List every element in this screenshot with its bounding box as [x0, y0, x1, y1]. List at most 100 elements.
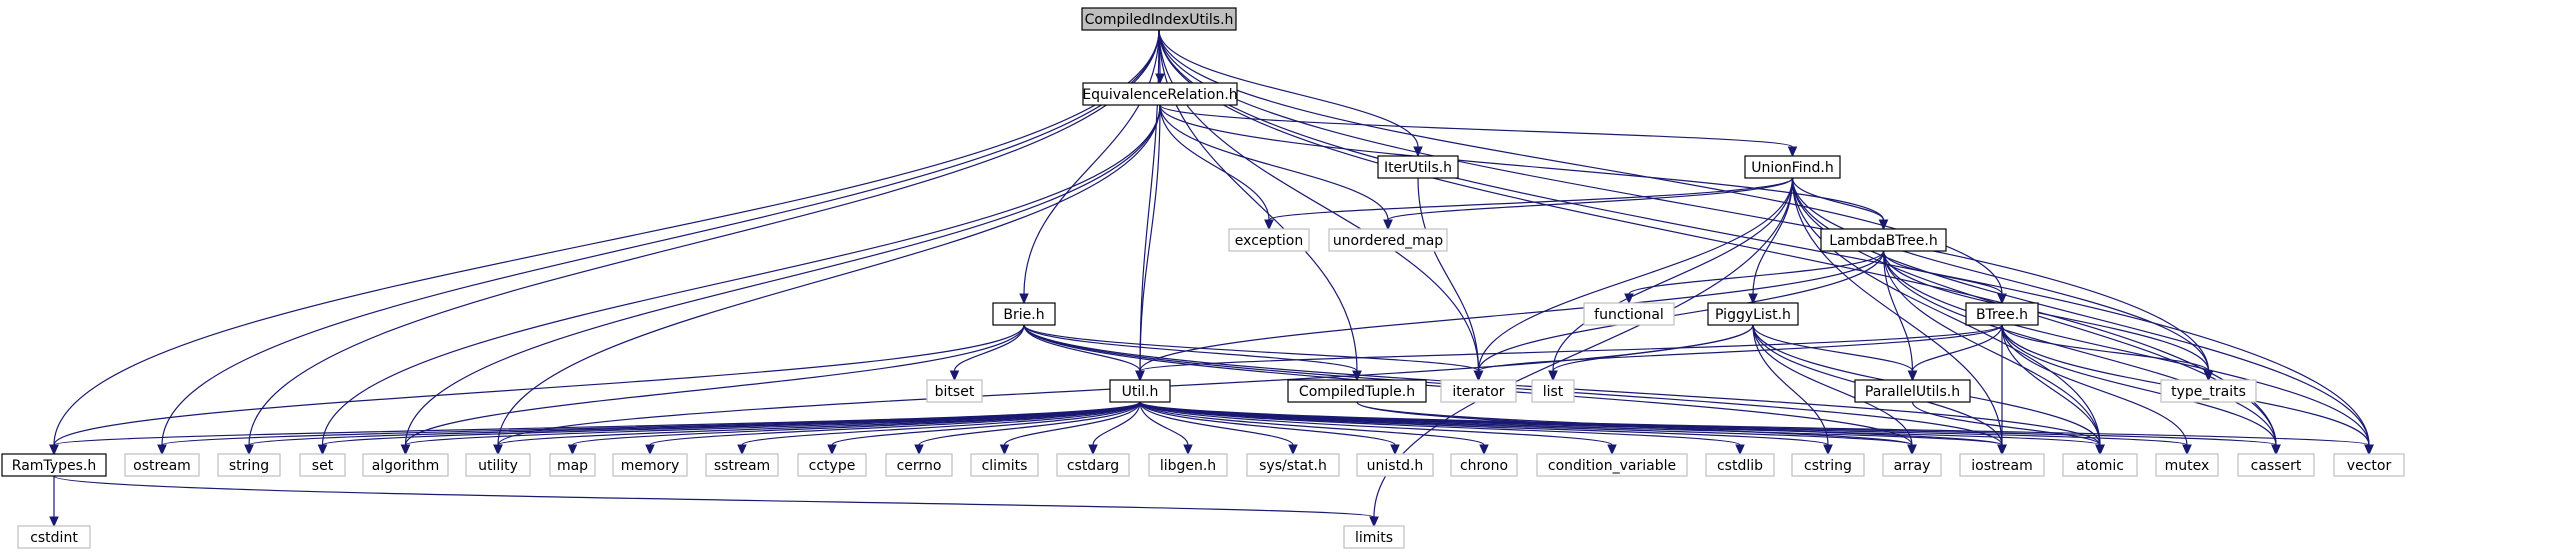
arrowhead-util-to-cassert: [2271, 444, 2281, 456]
node-label-unistd: unistd.h: [1367, 458, 1424, 474]
node-string: string: [217, 453, 281, 477]
node-label-map: map: [557, 458, 588, 474]
edge-unionfind-to-atomic: [1791, 177, 2101, 446]
node-functional: functional: [1583, 302, 1675, 326]
node-box-cctype: [797, 453, 867, 477]
arrowhead-util-to-array: [1907, 444, 1917, 456]
arrowhead-unionfind-to-piggylist: [1748, 293, 1758, 305]
node-cstdlib: cstdlib: [1705, 453, 1775, 477]
node-label-vector: vector: [2347, 458, 2392, 474]
node-box-iostream: [1959, 453, 2045, 477]
arrowhead-util-to-set: [317, 444, 328, 456]
node-root[interactable]: CompiledIndexUtils.h: [1081, 7, 1237, 31]
edge-lambdabtree-to-type_traits: [1882, 250, 2210, 372]
arrowhead-util-to-cstdlib: [1735, 444, 1745, 456]
node-set: set: [299, 453, 346, 477]
node-ostream: ostream: [124, 453, 200, 477]
edge-btree-to-type_traits: [2001, 324, 2210, 372]
node-box-functional: [1583, 302, 1675, 326]
edge-iterutils-to-iterator: [1417, 177, 1480, 372]
arrowhead-util-to-memory: [645, 444, 655, 456]
edge-root-to-string: [248, 29, 1160, 446]
node-label-lambdabtree: LambdaBTree.h: [1829, 233, 1937, 249]
node-label-cstring: cstring: [1804, 458, 1852, 474]
node-label-cstdarg: cstdarg: [1067, 458, 1119, 474]
edge-brie-to-bitset: [953, 324, 1025, 372]
node-memory: memory: [612, 453, 688, 477]
node-iterator: iterator: [1440, 379, 1517, 403]
arrowhead-util-to-atomic: [2095, 444, 2105, 456]
node-box-cstdlib: [1705, 453, 1775, 477]
node-label-unordered_map: unordered_map: [1333, 233, 1443, 249]
node-cstdint: cstdint: [17, 525, 91, 549]
node-box-condvar: [1536, 453, 1688, 477]
edge-unionfind-to-exception: [1268, 177, 1794, 221]
node-libgen: libgen.h: [1148, 453, 1228, 477]
node-box-vector: [2333, 453, 2405, 477]
node-box-brie[interactable]: [992, 302, 1056, 326]
node-util[interactable]: Util.h: [1109, 379, 1171, 403]
edge-equiv-to-utility: [497, 104, 1161, 446]
arrowhead-util-to-iostream: [1997, 444, 2007, 456]
node-box-ramtypes[interactable]: [1, 453, 107, 477]
node-ramtypes[interactable]: RamTypes.h: [1, 453, 107, 477]
node-parallelutils[interactable]: ParallelUtils.h: [1854, 379, 1971, 403]
arrowhead-unionfind-to-exception: [1264, 219, 1274, 231]
edge-brie-to-iterator: [1023, 324, 1480, 372]
node-box-cassert: [2237, 453, 2315, 477]
node-unionfind[interactable]: UnionFind.h: [1744, 155, 1841, 179]
node-exception: exception: [1228, 228, 1310, 252]
node-label-cctype: cctype: [809, 458, 856, 474]
node-label-exception: exception: [1235, 233, 1303, 249]
node-label-iterutils: IterUtils.h: [1384, 160, 1452, 176]
node-box-bitset: [926, 379, 983, 403]
edge-util-to-vector: [1139, 401, 2370, 446]
node-label-ostream: ostream: [133, 458, 191, 474]
node-box-util[interactable]: [1109, 379, 1171, 403]
node-btree[interactable]: BTree.h: [1965, 302, 2039, 326]
node-label-unionfind: UnionFind.h: [1751, 160, 1833, 176]
node-box-equiv[interactable]: [1082, 82, 1238, 106]
node-label-limits: limits: [1355, 530, 1393, 546]
node-box-iterutils[interactable]: [1377, 155, 1459, 179]
edge-root-to-ostream: [161, 29, 1160, 446]
edge-equiv-to-util: [1139, 104, 1161, 372]
edge-util-to-unistd: [1139, 401, 1396, 446]
node-box-root[interactable]: [1081, 7, 1237, 31]
arrowhead-util-to-condvar: [1607, 444, 1617, 456]
node-box-climits: [970, 453, 1039, 477]
node-box-lambdabtree[interactable]: [1820, 228, 1947, 252]
edge-root-to-ramtypes: [53, 29, 1160, 446]
node-box-map: [549, 453, 596, 477]
node-cctype: cctype: [797, 453, 867, 477]
node-unistd: unistd.h: [1356, 453, 1434, 477]
arrowhead-lambdabtree-to-btree: [1997, 293, 2007, 305]
node-label-util: Util.h: [1122, 384, 1159, 400]
edge-util-to-ramtypes: [53, 401, 1141, 446]
node-box-piggylist[interactable]: [1707, 302, 1799, 326]
node-brie[interactable]: Brie.h: [992, 302, 1056, 326]
arrowhead-equiv-to-unionfind: [1787, 146, 1798, 158]
node-climits: climits: [970, 453, 1039, 477]
node-lambdabtree[interactable]: LambdaBTree.h: [1820, 228, 1947, 252]
node-label-climits: climits: [982, 458, 1028, 474]
node-box-set: [299, 453, 346, 477]
edge-unionfind-to-list: [1552, 177, 1794, 372]
node-piggylist[interactable]: PiggyList.h: [1707, 302, 1799, 326]
edge-root-to-btree: [1158, 29, 2003, 295]
node-box-compiledtuple[interactable]: [1287, 379, 1427, 403]
node-box-sstream: [705, 453, 779, 477]
edge-equiv-to-exception: [1159, 104, 1270, 221]
node-iterutils[interactable]: IterUtils.h: [1377, 155, 1459, 179]
node-array: array: [1882, 453, 1942, 477]
arrowhead-util-to-climits: [999, 444, 1010, 456]
arrowhead-util-to-unistd: [1390, 444, 1400, 456]
node-equiv[interactable]: EquivalenceRelation.h: [1082, 82, 1238, 106]
node-iostream: iostream: [1959, 453, 2045, 477]
node-box-parallelutils[interactable]: [1854, 379, 1971, 403]
node-box-iterator: [1440, 379, 1517, 403]
node-compiledtuple[interactable]: CompiledTuple.h: [1287, 379, 1427, 403]
arrowhead-util-to-string: [244, 444, 254, 456]
node-box-btree[interactable]: [1965, 302, 2039, 326]
node-box-unionfind[interactable]: [1744, 155, 1841, 179]
